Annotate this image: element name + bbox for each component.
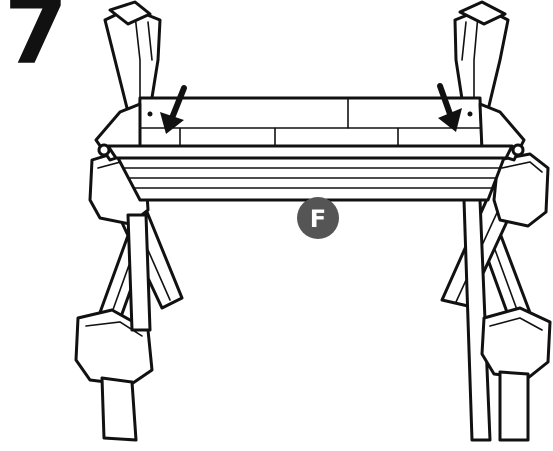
right-foot-post: [498, 370, 530, 442]
arrow-down-icon: [160, 85, 187, 134]
screw-hole: [147, 111, 153, 117]
step-number: 7: [4, 0, 69, 85]
left-top-bracket: [108, 0, 152, 26]
left-leg-assembly: [74, 0, 184, 442]
part-badge-circle: [297, 197, 339, 239]
front-panel-F: [106, 144, 514, 202]
front-panel-lip: [106, 144, 514, 160]
left-foot-post: [100, 376, 138, 442]
front-panel-face: [116, 156, 506, 202]
part-label-badge: F: [297, 197, 339, 239]
top-board-face: [136, 96, 484, 150]
left-vertical-post: [126, 213, 152, 332]
right-upper-block: [492, 152, 550, 228]
part-label: F: [310, 205, 326, 233]
right-peg: [511, 143, 525, 157]
right-top-bracket: [458, 0, 507, 26]
right-leg-assembly: [440, 0, 552, 442]
arrow-down-icon: [437, 83, 462, 132]
screw-hole: [467, 111, 473, 117]
